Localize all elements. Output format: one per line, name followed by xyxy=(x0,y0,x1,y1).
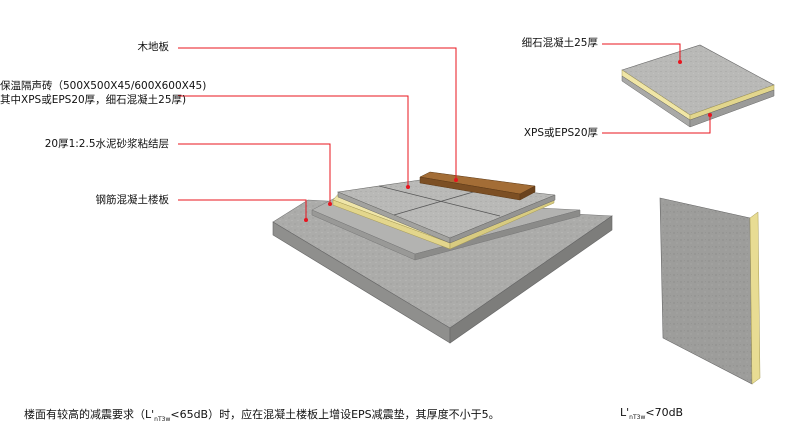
caption-right: L'nT3w<70dB xyxy=(620,406,683,421)
label-rc-slab: 钢筋混凝土楼板 xyxy=(95,194,170,206)
wood-floor-shape xyxy=(419,171,536,201)
caption-main-prefix: 楼面有较高的减震要求（L' xyxy=(24,408,155,421)
caption-main-sub: nT3w xyxy=(154,416,171,423)
label-mortar-layer: 20厚1:2.5水泥砂浆粘结层 xyxy=(44,138,169,150)
label-wood-floor: 木地板 xyxy=(137,41,170,53)
leader-lines xyxy=(178,43,711,220)
sample-tile-shape xyxy=(621,44,775,128)
label-xps-eps: XPS或EPS20厚 xyxy=(523,127,598,139)
label-fine-concrete: 细石混凝土25厚 xyxy=(521,37,598,49)
caption-main-suffix: <65dB）时，应在混凝土楼板上增设EPS减震垫，其厚度不小于5。 xyxy=(170,408,500,421)
label-insulation-tile-line2: 其中XPS或EPS20厚，细石混凝土25厚) xyxy=(0,94,187,106)
leader-dots xyxy=(304,60,712,222)
caption-main: 楼面有较高的减震要求（L'nT3w<65dB）时，应在混凝土楼板上增设EPS减震… xyxy=(24,406,500,423)
label-insulation-tile-line1: 保温隔声砖（500X500X45/600X600X45) xyxy=(0,80,207,92)
caption-right-suffix: <70dB xyxy=(645,406,684,419)
caption-right-sub: nT3w xyxy=(629,414,646,421)
caption-right-prefix: L' xyxy=(620,406,630,419)
wall-panel-shape xyxy=(659,197,761,385)
